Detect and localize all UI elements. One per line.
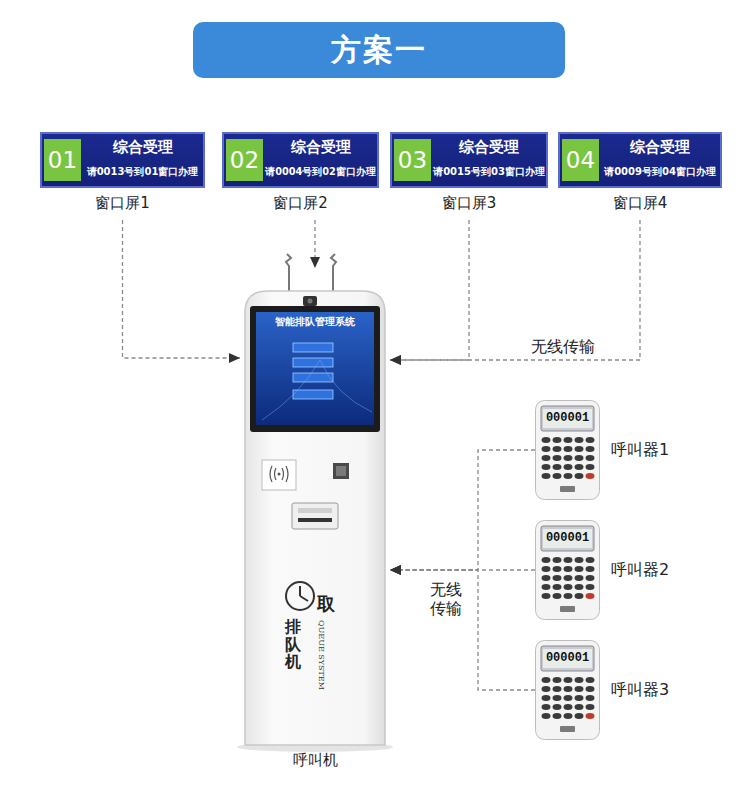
arrowhead	[229, 353, 240, 363]
kiosk-drawing-part-part	[293, 390, 333, 399]
panel-heading: 综合受理	[434, 137, 544, 157]
dashed-line	[390, 570, 535, 690]
pager-label: 呼叫器2	[611, 560, 669, 580]
pager-drawing-part	[536, 521, 600, 620]
window-number: 04	[566, 149, 595, 172]
kiosk-drawing-part	[262, 360, 372, 420]
window-number-box: 04	[562, 139, 599, 181]
kiosk-drawing-part	[300, 586, 308, 601]
panel-heading: 综合受理	[266, 137, 375, 157]
arrowhead	[390, 565, 401, 575]
window-screen: 03 综合受理请0015号到03窗口办理窗口屏3	[390, 132, 548, 220]
window-screen: 01 综合受理请0013号到01窗口办理窗口屏1	[40, 132, 205, 220]
kiosk-drawing-part	[336, 466, 346, 476]
call-message: 请0004号到02窗口办理	[265, 165, 376, 179]
arrowhead	[310, 257, 320, 268]
panel-heading: 综合受理	[602, 137, 718, 157]
kiosk-drawing-part	[333, 463, 349, 479]
vertical-english: QUEUE SYSTEM	[316, 620, 326, 690]
wireless-pager: 000001 呼叫器2	[535, 520, 685, 620]
kiosk-drawing-part-part	[293, 373, 333, 382]
take-ticket-sign: 取	[317, 594, 335, 614]
kiosk-drawing-part	[262, 460, 296, 490]
vertical-brand: 排队机	[285, 618, 301, 671]
lcd-digits: 000001	[543, 650, 592, 667]
title-text: 方案一	[331, 30, 427, 71]
kiosk-drawing-part	[308, 299, 313, 304]
kiosk-drawing-part	[245, 291, 385, 745]
lcd-digits: 000001	[543, 530, 592, 547]
window-screen: 02 综合受理请0004号到02窗口办理窗口屏2	[222, 132, 379, 220]
link-label: 无线传输	[427, 579, 465, 619]
screen-label: 窗口屏4	[558, 194, 722, 212]
dashed-line	[390, 220, 469, 360]
pager-drawing	[536, 401, 600, 740]
kiosk-drawing-part	[278, 473, 281, 476]
window-number-box: 03	[394, 139, 431, 181]
kiosk-drawing-part-part	[293, 343, 333, 352]
window-number: 03	[398, 149, 427, 172]
led-panel: 04 综合受理请0009号到04窗口办理	[558, 132, 722, 188]
kiosk-drawing-part	[286, 582, 314, 610]
kiosk-drawing-part	[270, 466, 288, 482]
wireless-link	[390, 565, 535, 690]
kiosk-drawing	[237, 254, 393, 752]
window-screen: 04 综合受理请0009号到04窗口办理窗口屏4	[558, 132, 722, 220]
kiosk-drawing-part	[298, 518, 332, 522]
wireless-pager: 000001 呼叫器1	[535, 400, 685, 500]
led-panel: 02 综合受理请0004号到02窗口办理	[222, 132, 379, 188]
call-message: 请0009号到04窗口办理	[601, 165, 719, 179]
wireless-link	[390, 220, 640, 365]
screen-label: 窗口屏1	[40, 194, 205, 212]
queue-kiosk: 智能排队管理系统取排队机 QUEUE SYSTEM 呼叫机	[240, 268, 390, 773]
call-message: 请0013号到01窗口办理	[83, 165, 202, 179]
window-number: 01	[48, 149, 77, 172]
kiosk-drawing-part	[298, 508, 332, 513]
window-number-box: 01	[44, 139, 81, 181]
link-label: 无线传输	[529, 336, 597, 357]
kiosk-drawing-part-part	[293, 358, 333, 367]
wireless-link	[390, 450, 535, 575]
wireless-link	[390, 220, 469, 365]
window-number-box: 02	[226, 139, 263, 181]
pager-drawing-part	[536, 401, 600, 500]
kiosk-drawing-part	[256, 312, 374, 425]
screen-label: 窗口屏3	[390, 194, 548, 212]
pager-label: 呼叫器1	[611, 440, 669, 460]
panel-heading: 综合受理	[84, 137, 201, 157]
arrowhead	[390, 355, 401, 365]
wireless-link	[310, 220, 320, 268]
wireless-pager: 000001 呼叫器3	[535, 640, 685, 740]
window-number: 02	[230, 149, 259, 172]
call-message: 请0015号到03窗口办理	[433, 165, 545, 179]
dashed-line	[390, 450, 535, 570]
kiosk-drawing-part	[286, 254, 291, 292]
arrowhead	[390, 565, 401, 575]
kiosk-drawing-part	[292, 503, 338, 529]
lcd-digits: 000001	[543, 410, 592, 427]
dashed-line	[390, 220, 640, 360]
screen-heading: 智能排队管理系统	[240, 316, 390, 328]
led-panel: 01 综合受理请0013号到01窗口办理	[40, 132, 205, 188]
device-label: 呼叫机	[240, 751, 390, 769]
kiosk-drawing-part	[331, 254, 336, 292]
arrowhead	[390, 355, 401, 365]
dashed-line	[123, 220, 241, 358]
led-panel: 03 综合受理请0015号到03窗口办理	[390, 132, 548, 188]
screen-label: 窗口屏2	[222, 194, 379, 212]
wireless-link	[123, 220, 241, 363]
title-banner: 方案一	[193, 22, 565, 78]
kiosk-drawing-part	[303, 296, 317, 306]
pager-drawing-part	[536, 641, 600, 740]
arrowhead	[390, 565, 401, 575]
pager-label: 呼叫器3	[611, 680, 669, 700]
